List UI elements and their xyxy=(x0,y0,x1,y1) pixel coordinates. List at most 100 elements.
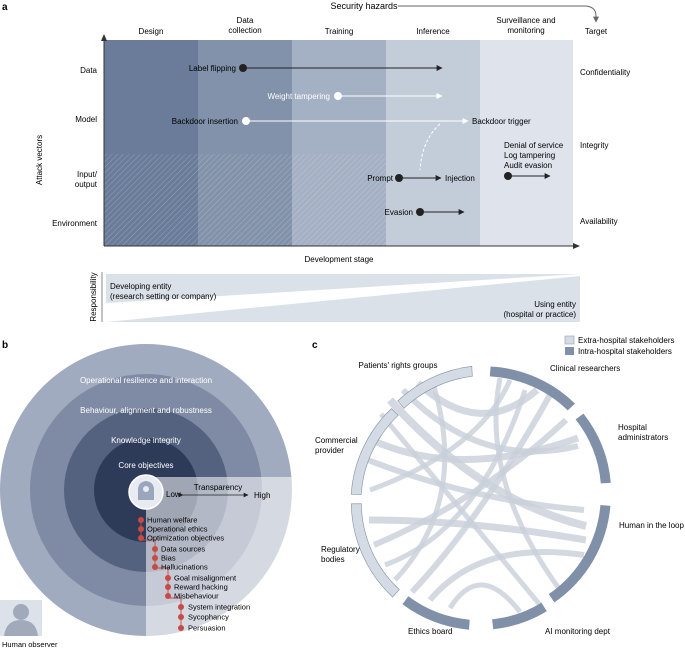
item-dot xyxy=(165,593,171,599)
x-axis-label: Development stage xyxy=(305,255,374,264)
target-confidentiality: Confidentiality xyxy=(580,68,630,77)
attack-prompt: Prompt xyxy=(367,174,394,183)
attack-weight-tampering: Weight tampering xyxy=(267,92,330,101)
commercial-l2: provider xyxy=(315,446,344,455)
label-flipping-dot xyxy=(239,64,247,72)
chord xyxy=(384,389,528,568)
regulatory-l1: Regulatory xyxy=(321,545,360,554)
security-hazards-label: Security hazards xyxy=(330,1,398,11)
developing-wedge xyxy=(106,274,580,303)
item-dot xyxy=(138,535,144,541)
target-header: Target xyxy=(585,27,608,36)
item-persuasion: Persuasion xyxy=(188,624,226,633)
backdoor-dot xyxy=(242,117,250,125)
item-dot xyxy=(152,555,158,561)
item-reward-hacking: Reward hacking xyxy=(174,583,228,592)
observer-head xyxy=(13,604,29,620)
item-dot xyxy=(178,625,184,631)
stage-label-surveillance-l2: monitoring xyxy=(507,26,544,35)
arc-patients-rights xyxy=(397,365,473,409)
ai-head-eye xyxy=(143,486,149,492)
human-observer-label: Human observer xyxy=(2,640,58,649)
hospital-admin-l1: Hospital xyxy=(618,423,647,432)
human-observer-icon xyxy=(0,600,42,636)
surveillance-dot xyxy=(504,172,512,180)
item-hallucinations: Hallucinations xyxy=(161,563,208,572)
arc-commercial-provider xyxy=(350,408,399,495)
stakeholder-ai-monitoring: AI monitoring dept xyxy=(545,627,611,636)
vector-label-model: Model xyxy=(75,115,97,124)
attack-label-flipping: Label flipping xyxy=(189,64,236,73)
panel-a-letter: a xyxy=(2,2,8,13)
arc-ethics-board xyxy=(402,596,470,630)
arc-ai-monitoring xyxy=(492,602,547,630)
attack-injection: Injection xyxy=(445,174,475,183)
chord xyxy=(366,457,585,513)
target-availability: Availability xyxy=(580,217,618,226)
ring-label-operational: Operational resilience and interaction xyxy=(80,376,212,385)
items-connector xyxy=(140,520,182,629)
weight-tampering-dot xyxy=(334,92,342,100)
transparency-label: Transparency xyxy=(194,483,243,492)
item-goal-misalignment: Goal misalignment xyxy=(174,574,237,583)
developing-l1: Developing entity xyxy=(110,282,171,291)
item-dot xyxy=(138,517,144,523)
attack-backdoor-insertion: Backdoor insertion xyxy=(172,117,238,126)
stakeholder-human-in-the-loop: Human in the loop xyxy=(619,521,684,530)
developing-l2: (research setting or company) xyxy=(110,292,217,301)
stage-label-data-collection-l1: Data xyxy=(237,16,254,25)
chord-arcs xyxy=(350,365,611,630)
item-list: Human welfare Operational ethics Optimiz… xyxy=(138,516,250,633)
attack-evasion: Evasion xyxy=(385,208,413,217)
item-dot xyxy=(165,584,171,590)
panel-c-letter: c xyxy=(312,340,318,351)
item-data-sources: Data sources xyxy=(161,545,205,554)
stage-label-design: Design xyxy=(139,27,164,36)
attack-audit-evasion: Audit evasion xyxy=(504,161,552,170)
item-optimization: Optimization objectives xyxy=(147,534,224,543)
y-axis-label: Attack vectors xyxy=(35,135,44,185)
chord xyxy=(379,412,542,607)
chord xyxy=(369,379,513,493)
evasion-dot xyxy=(416,208,424,216)
arc-clinical-researchers xyxy=(489,366,575,411)
item-operational-ethics: Operational ethics xyxy=(147,525,208,534)
transparency-high: High xyxy=(254,491,270,500)
x-axis-arrowhead xyxy=(573,243,580,249)
using-l2: (hospital or practice) xyxy=(504,310,577,319)
item-bias: Bias xyxy=(161,554,176,563)
stakeholder-clinical-researchers: Clinical researchers xyxy=(550,364,620,373)
item-system-integration: System integration xyxy=(188,603,250,612)
stage-label-design-line: Design xyxy=(139,27,164,36)
security-hazards-arrow xyxy=(398,5,599,23)
item-dot xyxy=(152,546,158,552)
stage-label-inference: Inference xyxy=(416,27,450,36)
developing-entity-label: Developing entity(research setting or co… xyxy=(110,282,217,301)
item-misbehaviour: Misbehaviour xyxy=(174,592,219,601)
vector-label-io-l2: output xyxy=(75,180,98,189)
vector-label-environment: Environment xyxy=(52,219,98,228)
stage-column-surveillance xyxy=(480,40,573,246)
hospital-admin-l2: administrators xyxy=(618,433,668,442)
ring-label-knowledge: Knowledge integrity xyxy=(111,436,181,445)
chord xyxy=(427,549,585,602)
panel-b-letter: b xyxy=(2,340,8,351)
attack-dos: Denial of service xyxy=(504,141,564,150)
prompt-dot xyxy=(395,174,403,182)
attack-backdoor-trigger: Backdoor trigger xyxy=(472,117,531,126)
legend-intra: Intra-hospital stakeholders xyxy=(578,347,672,356)
chord xyxy=(393,379,448,582)
chord xyxy=(400,387,579,455)
legend-intra-swatch xyxy=(565,347,574,355)
regulatory-l2: bodies xyxy=(321,555,345,564)
arc-regulatory-bodies xyxy=(350,503,400,598)
item-sycophancy: Sycophancy xyxy=(188,613,229,622)
stakeholder-ethics-board: Ethics board xyxy=(408,627,452,636)
backdoor-trigger-link xyxy=(419,123,441,171)
stage-label-data-collection-l2: collection xyxy=(228,26,261,35)
